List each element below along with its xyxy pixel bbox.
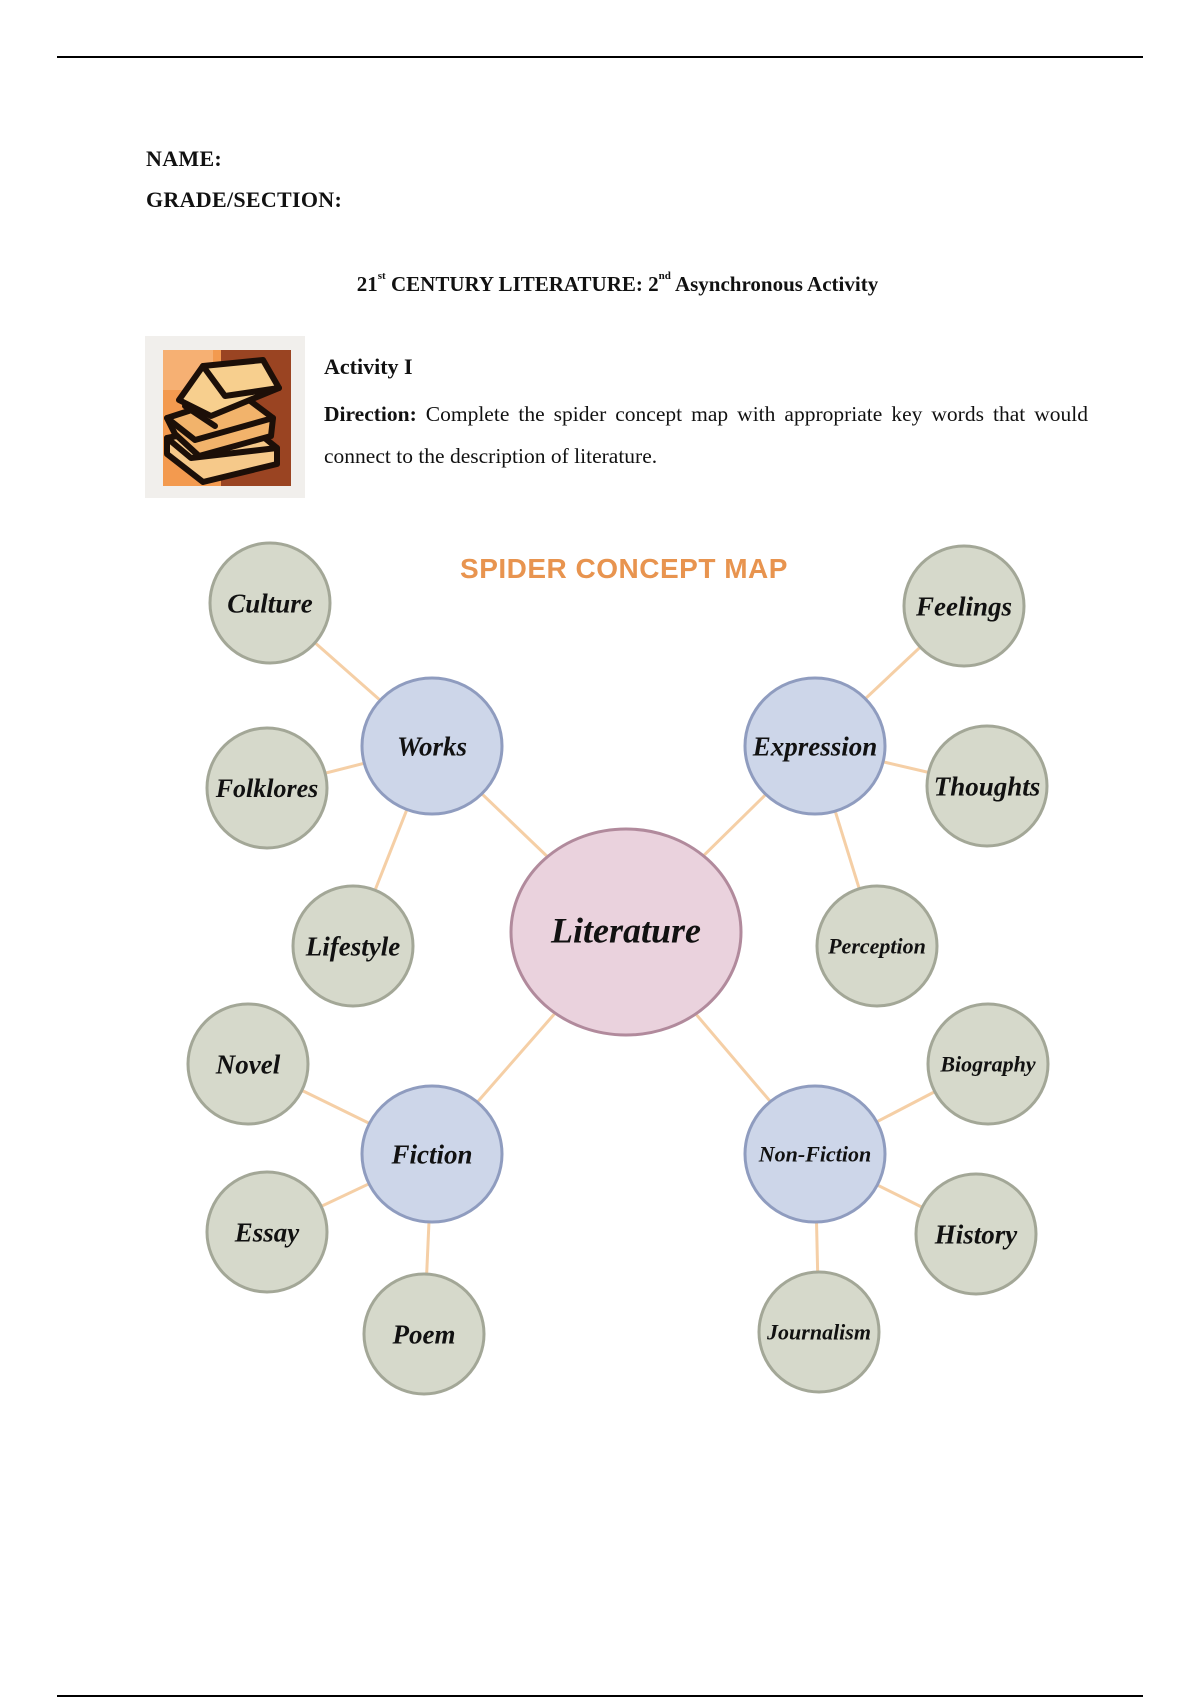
leaf-node <box>757 1270 881 1394</box>
worksheet-title: 21st CENTURY LITERATURE: 2nd Asynchronou… <box>356 270 879 296</box>
leaf-node-label: Poem <box>392 1319 456 1349</box>
grade-section-label: GRADE/SECTION: <box>146 187 343 212</box>
leaf-node <box>362 1272 486 1396</box>
concept-map-title: SPIDER CONCEPT MAP <box>460 553 788 584</box>
map-nodes: Literature Works CultureFolkloresLifestyle… <box>186 541 1050 1396</box>
leaf-node <box>926 1002 1050 1126</box>
branch-node-label: Non-Fiction <box>758 1142 871 1167</box>
leaf-node-label: Biography <box>939 1052 1036 1077</box>
leaf-node-label: Folklores <box>215 774 319 803</box>
leaf-node <box>205 726 329 850</box>
leaf-node-label: Journalism <box>766 1320 871 1345</box>
leaf-node <box>205 1170 329 1294</box>
direction-text: Direction: Complete the spider concept m… <box>324 402 1088 468</box>
leaf-node <box>902 544 1026 668</box>
leaf-node-label: Lifestyle <box>305 931 400 961</box>
books-icon <box>145 336 305 498</box>
branch-node <box>360 676 504 816</box>
leaf-node <box>914 1172 1038 1296</box>
leaf-node-label: Novel <box>215 1049 281 1079</box>
leaf-node-label: Culture <box>227 588 313 618</box>
leaf-node <box>208 541 332 665</box>
center-node-label: Literature <box>550 911 701 951</box>
center-node <box>509 827 743 1037</box>
leaf-node-label: Feelings <box>915 591 1012 621</box>
name-label: NAME: <box>146 146 223 171</box>
leaf-node-label: Perception <box>827 934 926 959</box>
leaf-node-label: Thoughts <box>934 771 1041 801</box>
branch-node-label: Expression <box>752 731 878 761</box>
leaf-node-label: History <box>934 1219 1019 1249</box>
leaf-node-label: Essay <box>234 1217 301 1247</box>
branch-node <box>743 1084 887 1224</box>
activity-heading: Activity I <box>324 354 413 379</box>
direction-label: Direction: <box>324 402 417 426</box>
branch-node <box>360 1084 504 1224</box>
branch-node-label: Fiction <box>390 1139 472 1169</box>
leaf-node <box>186 1002 310 1126</box>
leaf-node <box>815 884 939 1008</box>
leaf-node <box>925 724 1049 848</box>
bottom-rule <box>57 1695 1143 1697</box>
branch-node <box>743 676 887 816</box>
branch-node-label: Works <box>397 731 467 761</box>
leaf-node <box>291 884 415 1008</box>
top-rule <box>57 56 1143 58</box>
